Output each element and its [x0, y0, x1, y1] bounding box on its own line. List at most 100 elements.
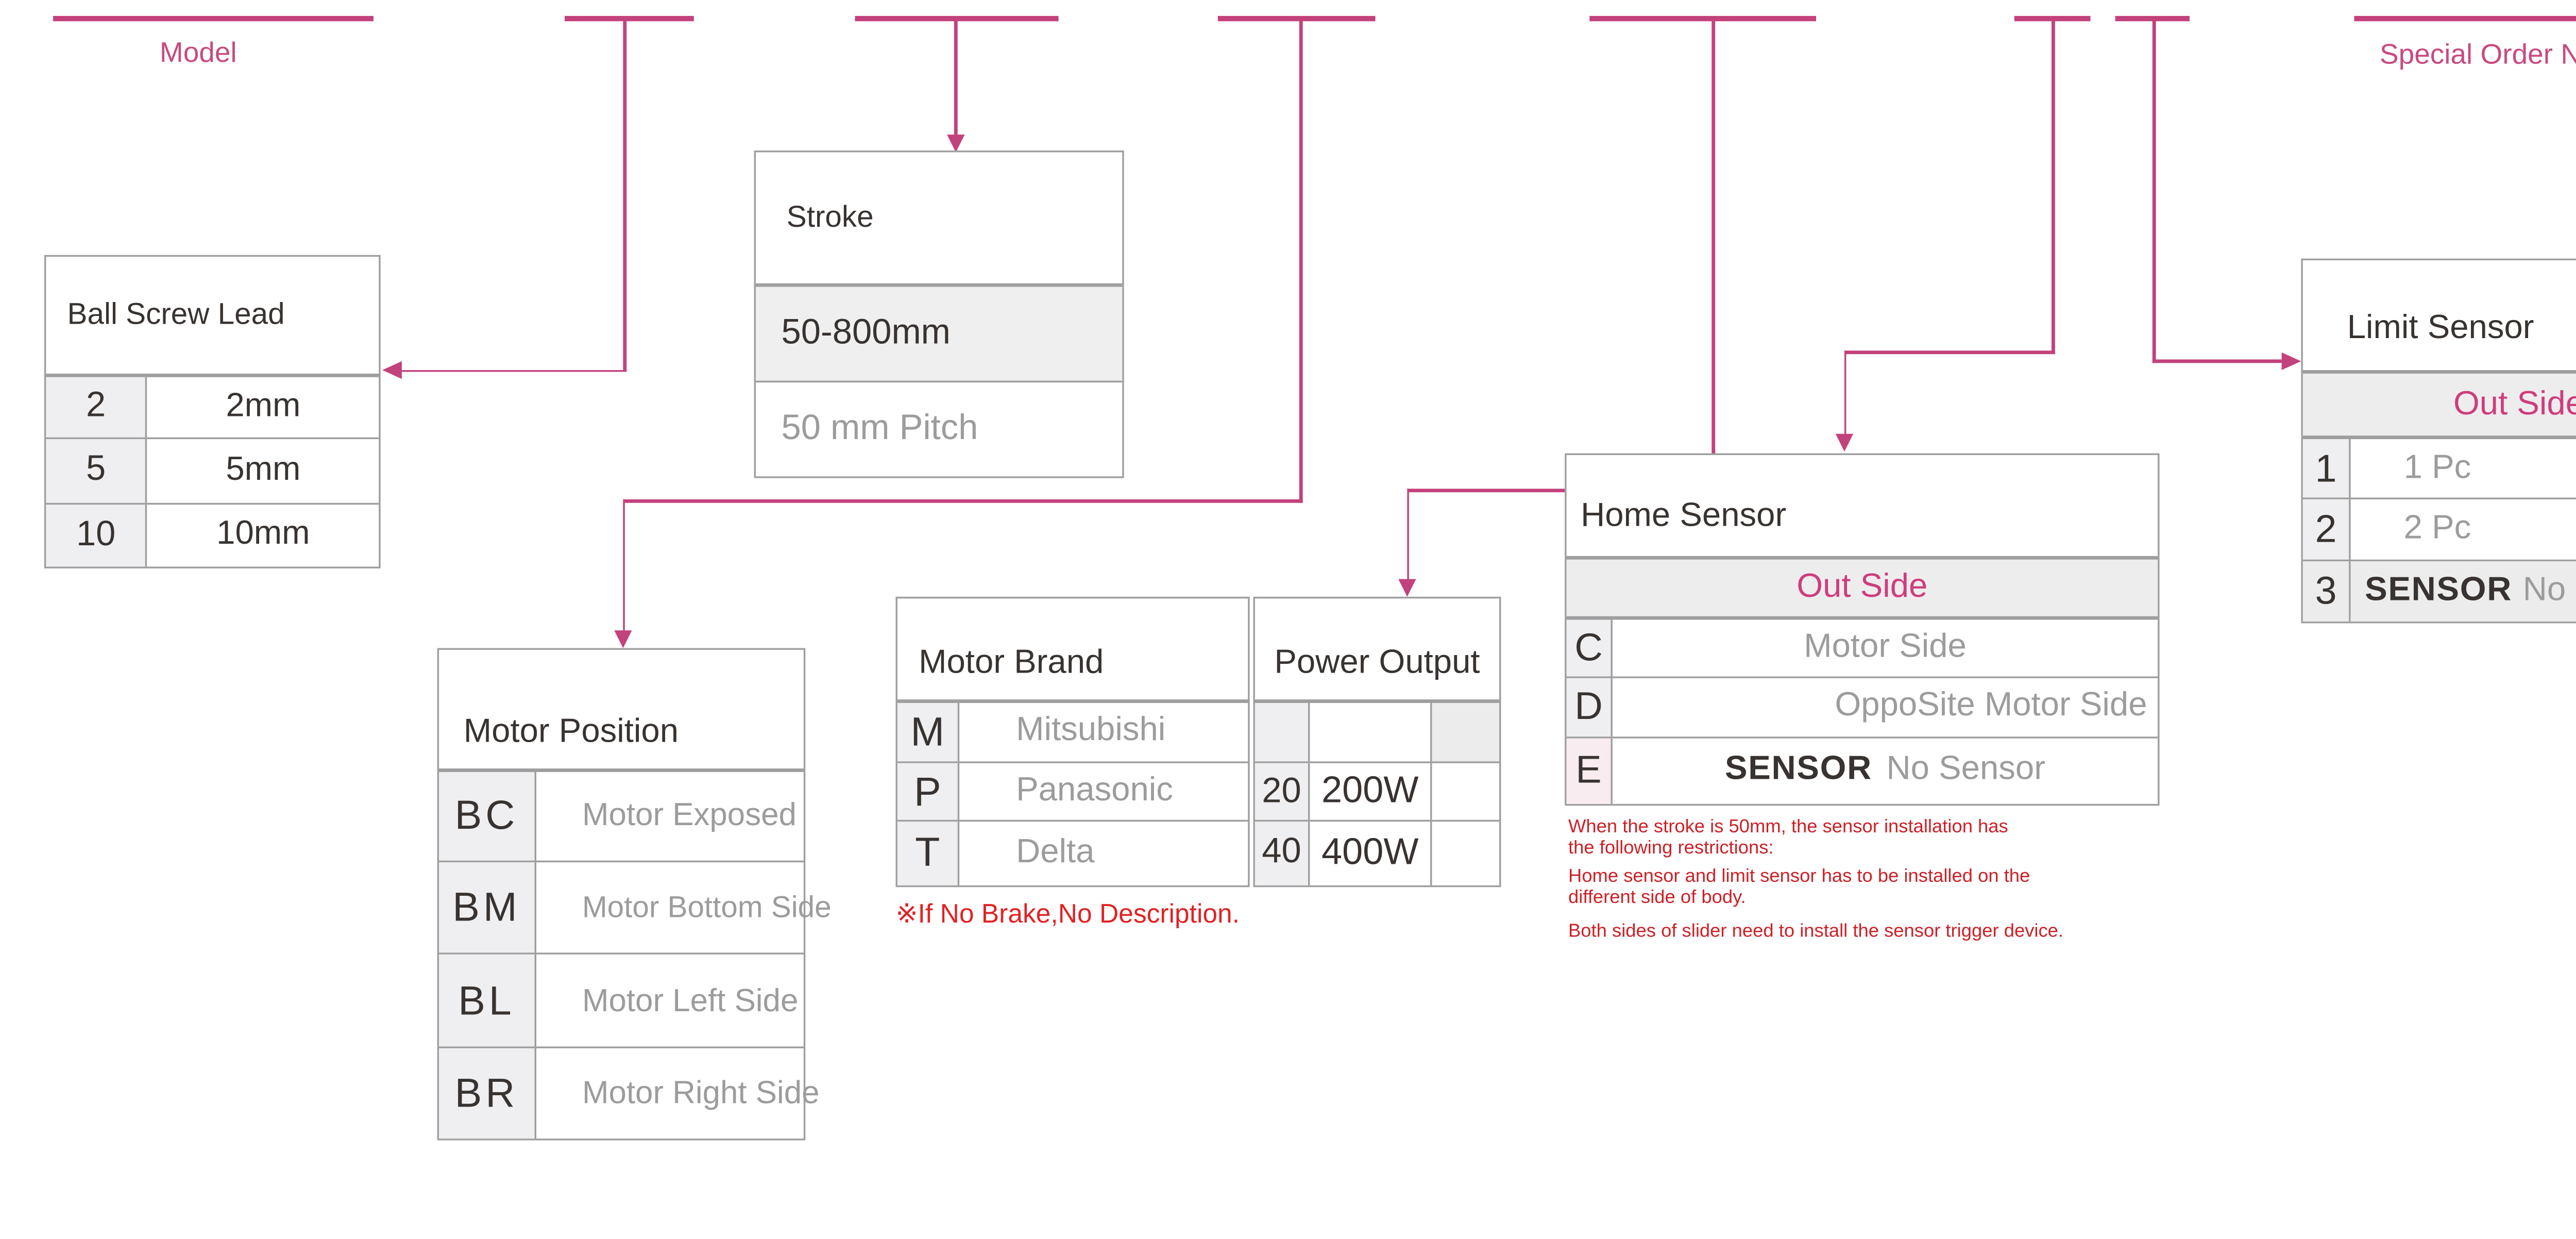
sensor-restriction-notes: When the stroke is 50mm, the sensor inst…: [1568, 816, 2063, 942]
code-cell: M: [897, 702, 960, 761]
code-cell: BM: [438, 862, 536, 953]
power-value-cell: [1310, 702, 1432, 761]
arrowhead-down: [615, 629, 633, 648]
sensor-strong-text: SENSOR: [1725, 751, 1873, 789]
table-title: Power Output: [1274, 643, 1480, 681]
arrowhead-down: [1399, 578, 1417, 597]
value-cell: SENSOR No Sensor: [1613, 739, 2158, 803]
table-row: M Mitsubishi: [897, 698, 1247, 761]
table-title: Motor Brand: [919, 643, 1104, 681]
special-order-label: Special Order No.: [2379, 41, 2576, 71]
code-segment-special-order: [2354, 16, 2576, 21]
stroke-range-cell: 50-800mm: [756, 287, 1122, 381]
no-brake-note: ※If No Brake,No Description.: [895, 899, 1240, 930]
code-segment-model: [53, 16, 374, 21]
code-cell: 2: [46, 376, 148, 437]
table-row: 20 200W: [1255, 761, 1500, 821]
note-line: Both sides of slider need to install the…: [1568, 920, 2064, 942]
table-title: Stroke: [786, 200, 874, 234]
home-sensor-table: Home Sensor Out Side C Motor Side D Oppo…: [1565, 452, 2160, 805]
code-segment-motor-position: [1217, 16, 1376, 21]
arrowhead-down: [947, 133, 965, 152]
power-extra-cell: [1432, 823, 1499, 884]
code-segment-motor-brand-power: [1589, 16, 1817, 21]
table-title: Home Sensor: [1581, 496, 1787, 534]
code-cell: D: [1566, 677, 1613, 737]
code-cell: 1: [2302, 439, 2351, 498]
code-cell: E: [1566, 738, 1613, 803]
power-extra-cell: [1432, 763, 1499, 821]
table-title: Motor Position: [463, 713, 679, 751]
value-cell: Motor Side: [1804, 627, 1967, 665]
code-cell: C: [1566, 618, 1613, 676]
table-row: 1 1 Pc: [2302, 436, 2576, 498]
arrowhead-down: [1836, 433, 1854, 452]
sensor-strong-text: SENSOR: [2365, 572, 2513, 609]
value-cell: Motor Left Side: [582, 982, 799, 1017]
power-output-table: Power Output 20 200W 40 400W: [1253, 596, 1501, 886]
table-title: Ball Screw Lead: [67, 296, 285, 330]
table-row: BC Motor Exposed: [438, 768, 804, 861]
value-cell: 1 Pc: [2403, 448, 2471, 487]
no-sensor-text: No Sensor: [2522, 572, 2576, 609]
code-segment-stroke: [855, 16, 1059, 21]
no-sensor-text: No Sensor: [1886, 751, 2046, 789]
outside-subheader: Out Side: [2302, 370, 2576, 436]
table-row: E SENSOR No Sensor: [1566, 736, 2158, 803]
code-cell: T: [897, 822, 960, 885]
power-value-cell: 200W: [1310, 762, 1432, 821]
power-code-cell: 40: [1255, 822, 1310, 885]
note-line: When the stroke is 50mm, the sensor inst…: [1568, 816, 2008, 838]
table-row: 5 5mm: [46, 437, 379, 503]
code-cell: BR: [438, 1047, 536, 1138]
table-row: 50-800mm: [756, 283, 1122, 381]
value-cell: Panasonic: [1016, 772, 1173, 810]
code-segment-limit-sensor: [2115, 16, 2190, 21]
table-row: 10 10mm: [46, 502, 379, 567]
table-row: T Delta: [897, 821, 1247, 885]
limit-sensor-table: Limit Sensor Out Side 1 1 Pc 2 2 Pc 3 SE…: [2301, 258, 2576, 624]
table-row: 50 mm Pitch: [756, 380, 1122, 477]
stroke-table: Stroke 50-800mm 50 mm Pitch: [754, 150, 1124, 478]
code-cell: BL: [438, 955, 536, 1046]
table-row: P Panasonic: [897, 761, 1247, 821]
table-row: 2 2mm: [46, 373, 379, 437]
model-label: Model: [159, 39, 237, 69]
stroke-pitch-cell: 50 mm Pitch: [781, 409, 978, 448]
table-row: BR Motor Right Side: [438, 1046, 820, 1138]
code-segment-ball-screw-lead: [564, 16, 694, 21]
code-cell: 5: [46, 439, 148, 503]
value-cell: 10mm: [216, 515, 310, 553]
outside-subheader: Out Side: [1566, 555, 2158, 615]
value-cell: SENSOR No Sensor: [2350, 561, 2576, 622]
power-code-cell: 20: [1255, 762, 1310, 821]
value-cell: Mitsubishi: [1016, 712, 1166, 749]
code-cell: 2: [2302, 499, 2351, 560]
power-value-cell: 400W: [1310, 822, 1432, 885]
value-cell: Motor Exposed: [582, 797, 796, 833]
note-line: Home sensor and limit sensor has to be i…: [1568, 865, 2030, 887]
value-cell: 5mm: [226, 451, 301, 489]
table-row: 2 2 Pc: [2302, 497, 2576, 560]
motor-position-table: Motor Position BC Motor Exposed BM Motor…: [437, 647, 832, 1140]
table-row: BM Motor Bottom Side: [438, 861, 832, 953]
motor-brand-table: Motor Brand M Mitsubishi P Panasonic T D…: [895, 596, 1249, 886]
table-row: BL Motor Left Side: [438, 953, 804, 1046]
table-row: [1255, 698, 1500, 761]
code-cell: BC: [438, 772, 536, 861]
code-cell: 10: [46, 504, 148, 567]
arrowhead-right: [2280, 351, 2300, 370]
table-row: D OppoSite Motor Side: [1566, 675, 2158, 737]
value-cell: OppoSite Motor Side: [1835, 687, 2147, 725]
table-row: C Motor Side: [1566, 615, 2158, 676]
power-code-cell: [1255, 702, 1310, 761]
code-cell: P: [897, 762, 960, 821]
note-line: different side of body.: [1568, 888, 1746, 909]
table-row: 3 SENSOR No Sensor: [2302, 559, 2576, 622]
code-segment-home-sensor: [2014, 16, 2091, 21]
arrowhead-left: [382, 361, 402, 379]
value-cell: 2mm: [226, 387, 301, 425]
table-row: 40 400W: [1255, 821, 1500, 885]
power-extra-cell: [1432, 702, 1500, 761]
